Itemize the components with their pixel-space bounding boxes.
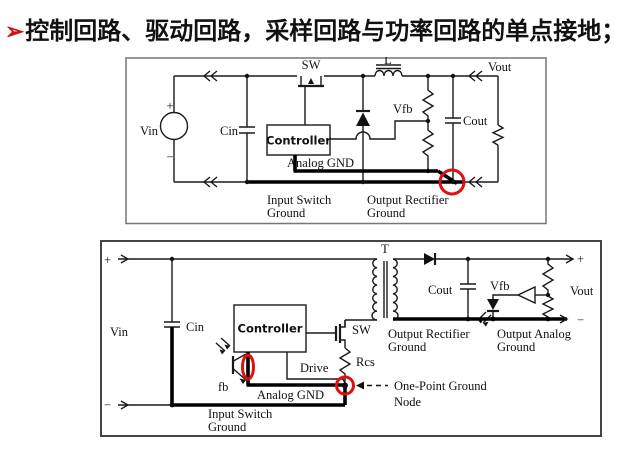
bottom-circuit-diagram: + − Vin Cin Input Switch Ground Controll… — [100, 240, 602, 437]
svg-text:Node: Node — [394, 395, 422, 409]
vin-label: Vin — [110, 325, 129, 339]
cout-capacitor: Cout — [445, 73, 488, 185]
error-amplifier — [516, 285, 548, 305]
controller-block: Controller — [233, 304, 307, 353]
input-switch-ground-label: Input Switch — [208, 407, 273, 421]
ground-labels: Input Switch Ground Output Rectifier Gro… — [267, 193, 449, 220]
drive-wire: Drive — [286, 352, 346, 384]
top-diagram-border — [125, 57, 547, 225]
cin-label: Cin — [220, 124, 239, 138]
vout-label: Vout — [488, 60, 512, 74]
fb-trace-highlight-oval — [241, 353, 255, 381]
vin-source: + − Vin — [140, 76, 189, 182]
inductor: L — [374, 57, 403, 77]
output-ground-rail: − Vout — [393, 284, 594, 327]
sw-mosfet: SW — [306, 320, 371, 348]
svg-text:Ground: Ground — [208, 420, 247, 434]
rcs-resistor: Rcs — [338, 347, 375, 386]
input-switch-ground-label: Input Switch — [267, 193, 332, 207]
plus-out-label: + — [577, 252, 584, 266]
svg-text:Ground: Ground — [367, 206, 406, 220]
drive-label: Drive — [300, 361, 329, 375]
fb-label: fb — [218, 380, 228, 394]
output-divider — [541, 256, 555, 322]
controller-label: Controller — [238, 322, 303, 336]
cin-capacitor: Cin — [220, 73, 255, 185]
output-rectifier-ground-label: Output Rectifier — [388, 327, 470, 341]
svg-text:Ground: Ground — [497, 340, 536, 354]
bottom-diagram-border — [100, 240, 602, 437]
analog-gnd-label: Analog GND — [287, 156, 354, 170]
vin-label: Vin — [140, 124, 159, 138]
cin-label: Cin — [186, 320, 205, 334]
input-terminals: + − Vin — [104, 253, 377, 412]
svg-text:Ground: Ground — [267, 206, 306, 220]
analog-ground-trace: Analog GND — [287, 155, 458, 186]
transformer: T — [344, 242, 399, 327]
analog-gnd-label: Analog GND — [257, 388, 324, 402]
cout-capacitor: Cout — [428, 256, 476, 322]
one-point-label: One-Point Ground — [394, 379, 487, 393]
cin-capacitor: Cin — [164, 256, 205, 408]
sw-label: SW — [302, 58, 321, 72]
plus-label: + — [166, 99, 173, 113]
transformer-label: T — [381, 242, 389, 256]
sw-mosfet: SW — [298, 58, 324, 125]
one-point-highlight-circle — [335, 375, 355, 396]
output-rectifier-diode: + — [393, 252, 584, 266]
minus-label: − — [166, 150, 173, 164]
vfb-label: Vfb — [393, 102, 412, 116]
arrow-bullet-icon: ➢ — [5, 18, 25, 44]
feedback-network: Vfb — [330, 73, 435, 174]
slide-title-text: 控制回路、驱动回路，采样回路与功率回路的单点接地； — [25, 18, 626, 45]
sw-label: SW — [352, 323, 371, 337]
cout-label: Cout — [463, 114, 488, 128]
slide-title: ➢控制回路、驱动回路，采样回路与功率回路的单点接地； — [5, 11, 637, 46]
load-resistor: Vout — [488, 60, 512, 146]
controller-label: Controller — [266, 134, 331, 148]
rcs-label: Rcs — [356, 355, 375, 369]
minus-in-label: − — [104, 398, 111, 412]
plus-in-label: + — [104, 253, 111, 267]
freewheel-diode — [356, 73, 370, 185]
output-analog-ground-label: Output Analog — [497, 327, 572, 341]
fb-optocoupler-transistor: fb — [215, 337, 247, 394]
vfb-label: Vfb — [490, 279, 509, 293]
minus-out-label: − — [577, 313, 584, 327]
output-rectifier-ground-label: Output Rectifier — [367, 193, 449, 207]
inductor-label: L — [384, 57, 392, 67]
vout-label: Vout — [570, 284, 594, 298]
cout-label: Cout — [428, 283, 453, 297]
ground-labels: Output Rectifier Ground Output Analog Gr… — [388, 327, 572, 354]
top-circuit-diagram: + − Vin Cin SW L — [125, 57, 547, 225]
current-arrow-icons — [202, 70, 483, 188]
one-point-ground-node: One-Point Ground Node — [335, 375, 487, 409]
controller-block: Controller — [266, 124, 331, 156]
analog-ground-trace: Analog GND — [246, 352, 345, 402]
single-point-highlight-circle — [438, 168, 466, 196]
svg-text:Ground: Ground — [388, 340, 427, 354]
